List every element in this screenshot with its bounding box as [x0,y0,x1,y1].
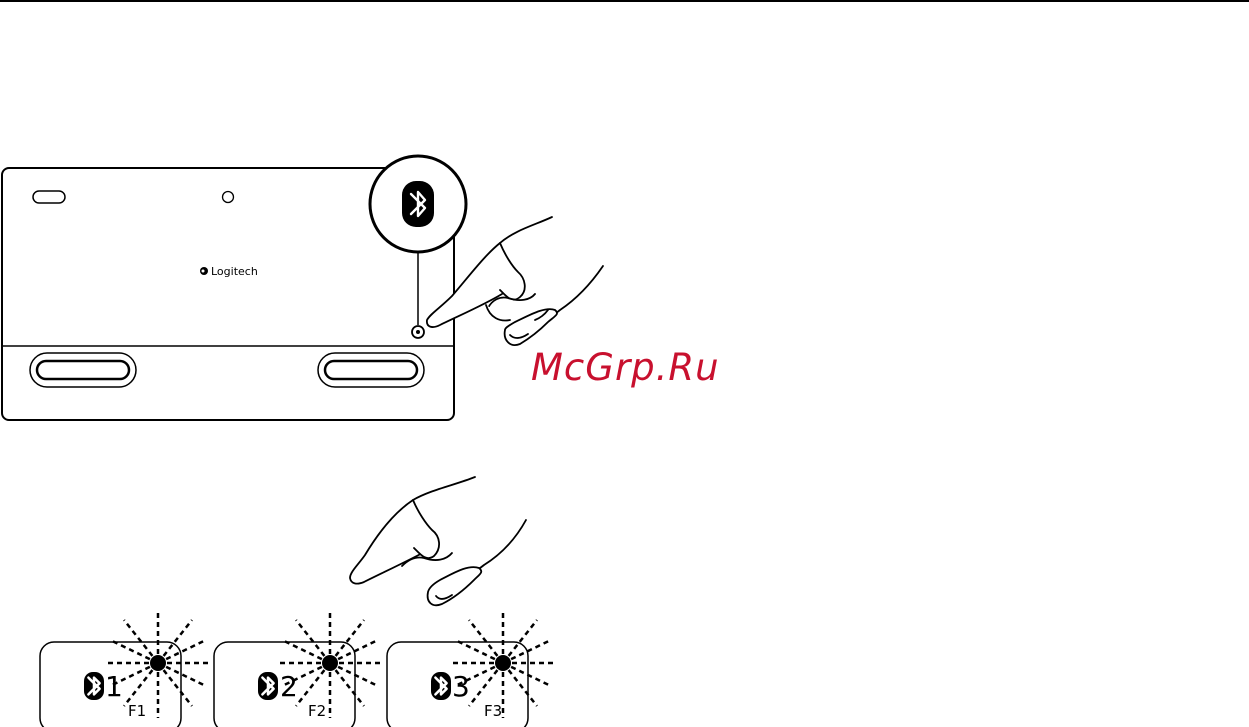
watermark: McGrp.Ru [531,346,720,389]
bluetooth-callout [370,156,466,252]
channel-key-3: 3 F3 [387,612,557,727]
channel-key-number: 1 [105,670,123,703]
channel-key-fn: F3 [484,702,502,720]
channel-key-2: 2 F2 [214,612,384,727]
channel-key-fn: F2 [308,702,326,720]
channel-key-number: 3 [452,670,470,703]
keyboard-underside: Logitech [2,156,466,420]
channel-key-1: 1 F1 [40,612,212,727]
logitech-logo-icon [200,267,208,275]
pointing-hand-icon [350,477,526,605]
channel-key-fn: F1 [128,702,146,720]
brand-label: Logitech [211,265,258,278]
channel-key-number: 2 [280,670,298,703]
